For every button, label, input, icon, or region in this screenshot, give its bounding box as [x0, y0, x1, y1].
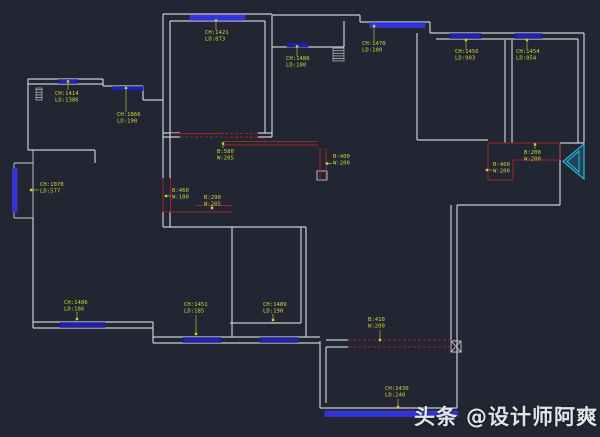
- leader-dot: [295, 45, 299, 48]
- dimension-labels: CH:1414LD:1386CH:1866LD:190CH:1421LD:873…: [29, 19, 541, 409]
- dimension-text: B:460: [493, 162, 510, 168]
- leader-dot: [221, 142, 225, 145]
- dimension-text: LD:240: [385, 392, 405, 398]
- dimension-text: B:580: [217, 149, 234, 155]
- leader-dot: [124, 86, 128, 90]
- dimension-text: CH:1486: [286, 56, 310, 62]
- dimension-text: B:410: [368, 317, 385, 323]
- dimension-text: CH:1451: [184, 302, 208, 308]
- dimension-text: CH:1456: [455, 49, 479, 55]
- dimension-text: CH:1470: [362, 41, 386, 47]
- leader-dot: [372, 24, 376, 28]
- direction-arrow-icon: [562, 142, 585, 181]
- dimension-text: LD:186: [64, 306, 84, 312]
- dimension-text: CH:1489: [263, 302, 287, 308]
- dimension-text: W:205: [217, 155, 234, 161]
- dimension-text: CH:1486: [64, 300, 88, 306]
- leader-dot: [214, 19, 218, 22]
- dimension-text: W:100: [172, 194, 189, 200]
- dimension-text: B:400: [333, 154, 350, 160]
- leader-dot: [533, 143, 537, 146]
- dimension-text: LD:903: [455, 55, 475, 61]
- dimension-text: CH:2430: [385, 386, 409, 392]
- dimension-text: LD:1386: [55, 97, 79, 103]
- dimension-text: W:205: [204, 201, 221, 207]
- dimension-text: CH:1421: [205, 30, 229, 36]
- dimension-text: W:200: [524, 156, 541, 162]
- leader-dot: [66, 80, 70, 83]
- dimension-text: B:460: [172, 188, 189, 194]
- leader-dot: [525, 38, 529, 42]
- dimension-text: CH:1866: [117, 112, 141, 118]
- dimension-text: CH:1070: [40, 182, 64, 188]
- dimension-text: CH:1414: [55, 91, 79, 97]
- dimension-text: W:200: [368, 323, 385, 329]
- dimension-text: LD:854: [516, 55, 537, 61]
- watermark-handle: @设计师阿爽: [466, 405, 598, 429]
- windows: [12, 14, 543, 417]
- dimension-text: LD:190: [117, 118, 137, 124]
- dimension-text: LD:180: [286, 62, 306, 68]
- dimension-text: LD:873: [205, 36, 225, 42]
- dimension-text: LD:577: [40, 188, 60, 194]
- leader-dot: [464, 38, 468, 42]
- dimension-text: W:200: [493, 168, 510, 174]
- column-hatch: [35, 87, 43, 101]
- dimension-text: CH:1454: [516, 49, 540, 55]
- watermark: 头条 @设计师阿爽: [414, 401, 598, 431]
- walls: [13, 13, 585, 409]
- column-hatch: [332, 47, 345, 62]
- dimension-text: W:200: [333, 160, 350, 166]
- dimension-text: B:290: [204, 195, 221, 201]
- dimension-text: LD:100: [362, 47, 382, 53]
- dimension-text: LD:185: [184, 308, 204, 314]
- dimension-text: LD:190: [263, 308, 283, 314]
- dimension-text: B:200: [524, 150, 541, 156]
- leader-dot: [210, 206, 214, 210]
- watermark-brand: 头条: [414, 405, 458, 429]
